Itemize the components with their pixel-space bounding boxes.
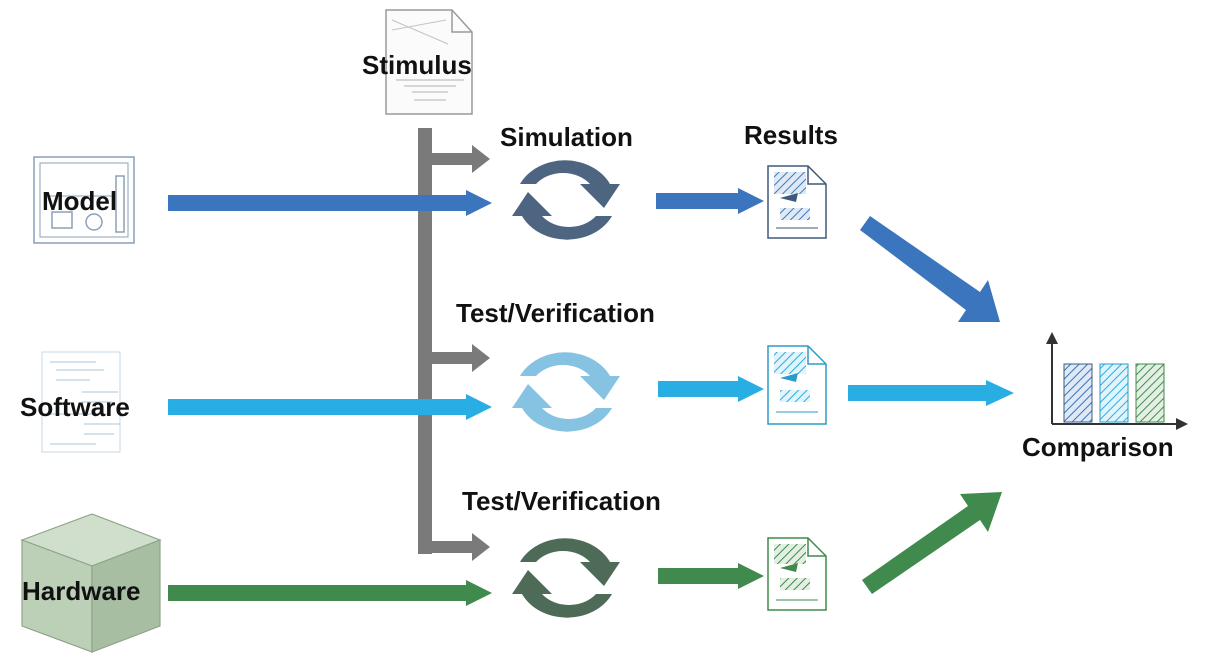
hardware-box-icon <box>20 513 162 653</box>
bar-chart-icon <box>1046 332 1188 430</box>
stimulus-document-icon <box>385 9 473 115</box>
simulation-label: Simulation <box>500 122 633 152</box>
hardware-result-document-icon <box>767 537 827 611</box>
results-label: Results <box>744 120 838 150</box>
model-sketch-icon <box>33 156 135 244</box>
model-output-arrow <box>656 188 764 214</box>
model-input-arrow <box>168 190 492 216</box>
software-result-document-icon <box>767 345 827 425</box>
stimulus-label: Stimulus <box>362 50 472 80</box>
hardware-label: Hardware <box>22 576 141 606</box>
hardware-cycle-icon <box>512 538 620 618</box>
software-input-arrow <box>168 394 492 420</box>
hardware-input-arrow <box>168 580 492 606</box>
comparison-label: Comparison <box>1022 432 1174 462</box>
model-label: Model <box>42 186 118 216</box>
software-test-verification-label: Test/Verification <box>456 298 655 328</box>
software-cycle-icon <box>512 352 620 432</box>
hardware-test-verification-label: Test/Verification <box>462 486 661 516</box>
software-output-arrow <box>658 376 764 402</box>
code-sketch-icon <box>41 351 121 453</box>
hardware-to-comparison-arrow <box>862 492 1002 594</box>
software-label: Software <box>20 392 130 422</box>
software-to-comparison-arrow <box>848 380 1014 406</box>
hardware-output-arrow <box>658 563 764 589</box>
simulation-cycle-icon <box>512 160 620 240</box>
stimulus-bus <box>418 128 490 561</box>
model-to-comparison-arrow <box>860 216 1000 322</box>
model-result-document-icon <box>767 165 827 239</box>
